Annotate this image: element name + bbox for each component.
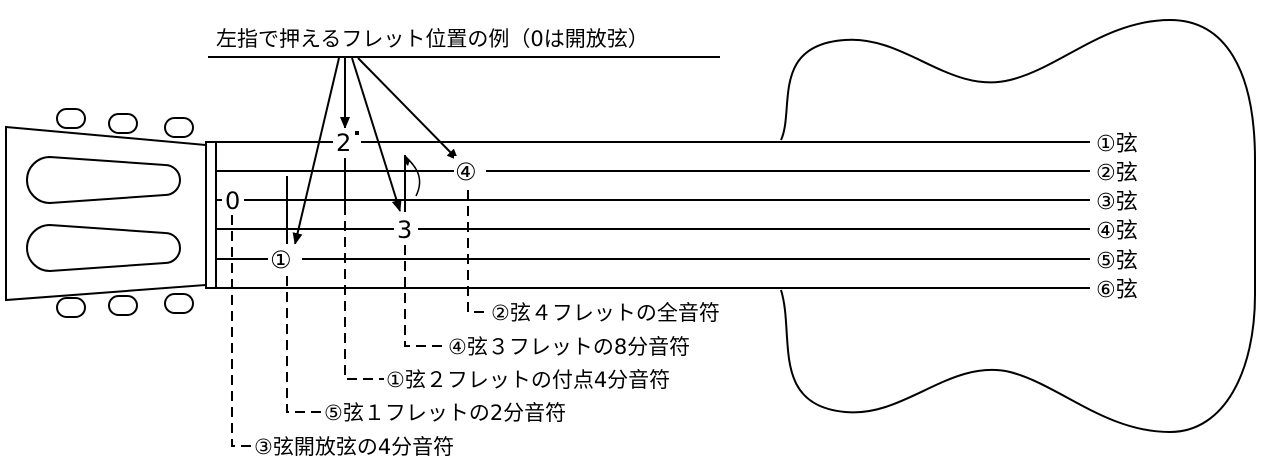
annotation-label: ②弦４フレットの全音符 [491,301,720,325]
annotation-label: ①弦２フレットの付点4分音符 [386,368,670,392]
annotation-label: ④弦３フレットの8分音符 [448,335,690,359]
tuning-peg [164,117,194,138]
leader-line [467,190,489,313]
fret-mark-mask [454,156,486,186]
string-label: ④弦 [1096,219,1138,244]
leader-lines [231,190,489,447]
fret-mark-mask [268,244,302,274]
tuning-peg [108,295,138,316]
fret-mark: 2 [336,129,351,157]
headstock [5,108,217,318]
nut [205,141,217,289]
headstock-slot-lower [26,223,181,273]
string-label: ③弦 [1096,190,1138,215]
annotation-label: ⑤弦１フレットの2分音符 [324,401,566,425]
headstock-slot-upper [26,155,181,205]
dotted-note-dot [355,131,359,135]
pointer-arrow [357,57,459,161]
fret-mark: 3 [397,216,412,244]
tuning-peg [108,113,138,134]
fret-mark: ① [270,246,292,274]
guitar-body [780,18,1256,434]
diagram-title: 左指で押えるフレット位置の例（0は開放弦） [216,27,649,51]
fret-mark: 0 [225,187,240,215]
string-label: ②弦 [1096,161,1138,186]
strings [216,141,1090,289]
leader-line [344,205,384,380]
fret-mark-mask [222,186,244,214]
leader-line [286,276,322,413]
pointer-arrow [292,57,340,245]
string-label: ①弦 [1096,132,1138,157]
eighth-note-flag-fill [404,155,410,166]
fret-mark-mask [394,215,418,243]
string-label: ⑤弦 [1096,249,1138,274]
headstock-plate [5,125,207,302]
leader-line [404,245,446,347]
fret-mark: ④ [455,158,477,186]
annotation-label: ③弦開放弦の4分音符 [254,435,454,459]
fret-marks: 2 ④ 0 3 ① [222,128,486,274]
tuning-peg [56,297,86,318]
string-labels: ①弦 ②弦 ③弦 ④弦 ⑤弦 ⑥弦 [1096,132,1138,303]
leader-line [231,215,252,447]
tuning-peg [164,293,194,314]
annotations: ②弦４フレットの全音符 ④弦３フレットの8分音符 ①弦２フレットの付点4分音符 … [254,301,720,459]
pointer-arrow [351,57,402,212]
tuning-peg [56,108,86,129]
pointer-arrows [292,57,459,245]
string-label: ⑥弦 [1096,278,1138,303]
